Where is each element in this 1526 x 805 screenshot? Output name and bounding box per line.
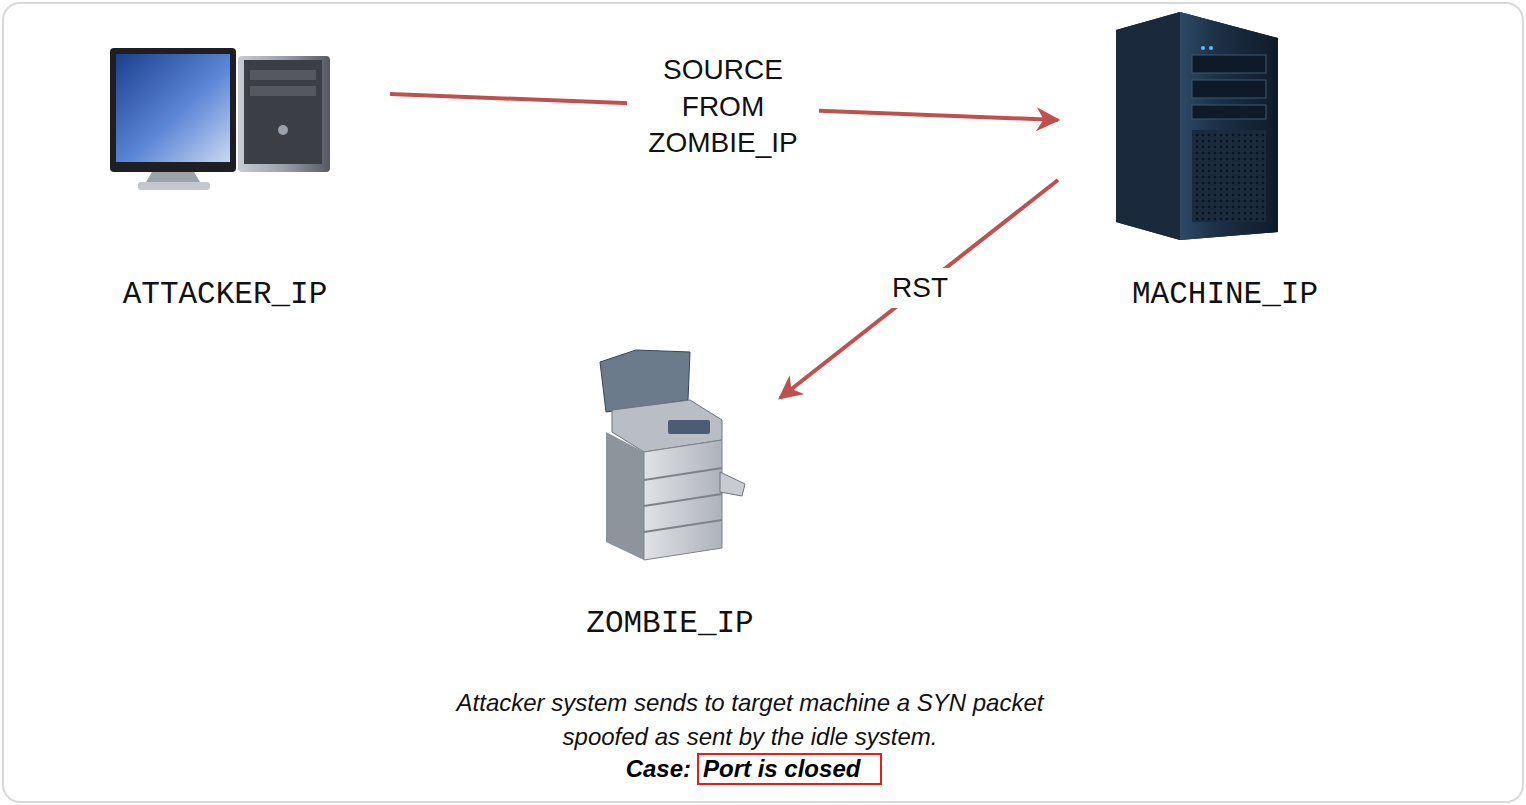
device-node: ZOMBIE_IP: [560, 345, 780, 641]
case-highlight: Port is closed: [697, 753, 882, 785]
edge-label: RST: [886, 268, 954, 308]
printer-icon: [600, 350, 745, 560]
ip-label: ATTACKER_IP: [123, 277, 328, 312]
case-label: Case:: [626, 755, 691, 783]
device-node: MACHINE_IP: [1100, 8, 1350, 312]
caption: Attacker system sends to target machine …: [430, 686, 1070, 754]
server-icon: [1116, 12, 1278, 240]
ip-label: ZOMBIE_IP: [586, 606, 753, 641]
edge-label: SOURCE FROM ZOMBIE_IP: [627, 50, 819, 163]
computer-icon: [110, 48, 330, 190]
packet-arrow: [780, 180, 1058, 398]
ip-label: MACHINE_IP: [1132, 277, 1318, 312]
device-node: ATTACKER_IP: [100, 44, 350, 312]
